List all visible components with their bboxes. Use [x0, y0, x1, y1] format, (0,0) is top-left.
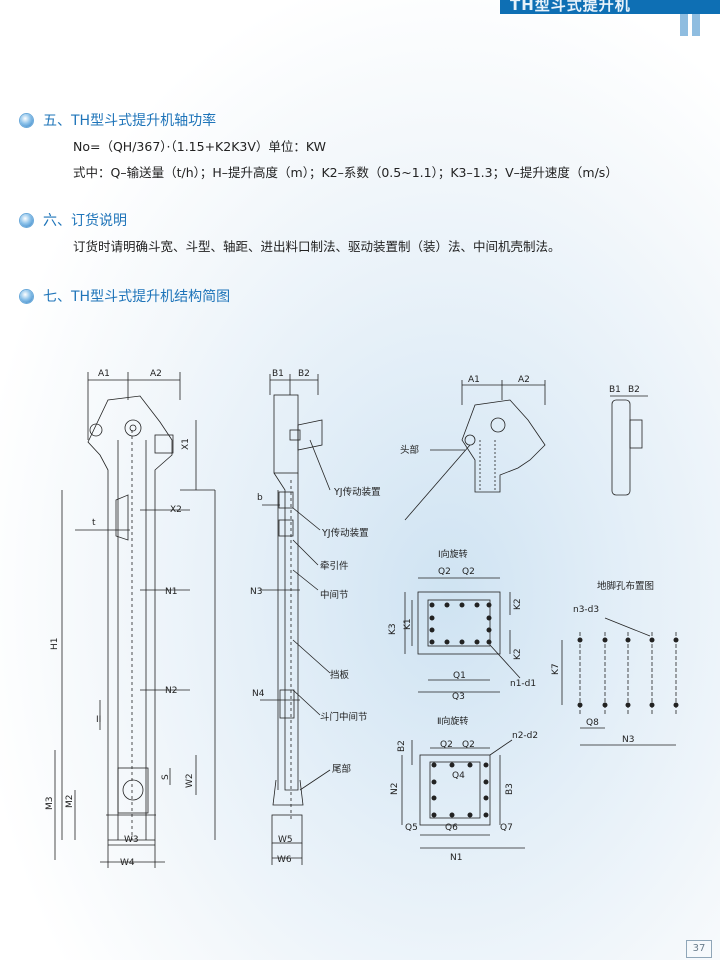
- callout-yj1: YJ传动装置: [333, 486, 381, 498]
- label-x1: X1: [181, 438, 191, 450]
- section-5: 五、TH型斗式提升机轴功率: [20, 110, 216, 130]
- label-n4: N4: [252, 689, 265, 699]
- callout-labels: YJ传动装置 YJ传动装置 牵引件 中间节 挡板 斗门中间节 尾部: [320, 486, 381, 775]
- rot2-b3: B3: [505, 783, 515, 795]
- label-h1: H1: [50, 638, 60, 651]
- head-detail-labels: A1 A2 B1 B2 头部: [400, 375, 640, 456]
- callout-mid: 中间节: [320, 589, 349, 601]
- rot1-title: Ⅰ向旋转: [438, 548, 468, 560]
- section-7: 七、TH型斗式提升机结构简图: [20, 286, 230, 306]
- label-n1: N1: [165, 587, 177, 597]
- foundation-k7: K7: [551, 663, 561, 675]
- rotation-two-labels: Ⅱ向旋转 B2 Q2 Q2 n2-d2 Q4 N2 B3 Q5 Q6 Q7 N1: [390, 715, 538, 863]
- section-5-title: 五、TH型斗式提升机轴功率: [43, 113, 217, 129]
- rotation-one-view: [404, 577, 521, 693]
- rot2-q2-a: Q2: [440, 740, 453, 750]
- section-6: 六、订货说明: [20, 210, 127, 230]
- front-view: [54, 372, 216, 868]
- label-b1: B1: [272, 369, 284, 379]
- rotation-one-labels: Ⅰ向旋转 Q2 Q2 K2 K3 K1 K2 Q1 Q3 n1-d1: [388, 548, 536, 702]
- foundation-n3d3: n3-d3: [573, 605, 599, 615]
- rot2-title: Ⅱ向旋转: [437, 715, 468, 727]
- rot1-k2-b: K2: [513, 648, 523, 660]
- label-n3: N3: [250, 587, 262, 597]
- side-view-labels: B1 B2 b N3 N4 W5 W6: [250, 369, 310, 865]
- section-6-title: 六、订货说明: [43, 213, 127, 229]
- label-w4: W4: [120, 858, 135, 868]
- label-n2: N2: [165, 686, 177, 696]
- label-ii: II: [96, 715, 101, 725]
- label-m2: M2: [65, 795, 75, 809]
- label-s: S: [161, 774, 171, 780]
- foundation-view: [561, 617, 679, 746]
- head-detail: [404, 380, 648, 521]
- callout-door-mid: 斗门中间节: [320, 711, 368, 723]
- rot2-n1: N1: [450, 853, 462, 863]
- section-7-title: 七、TH型斗式提升机结构简图: [43, 289, 231, 305]
- foundation-labels: 地脚孔布置图 n3-d3 K7 Q8 N3: [551, 580, 654, 745]
- side-view: [260, 374, 331, 865]
- rot1-q1: Q1: [453, 671, 466, 681]
- rot2-n2: N2: [390, 783, 400, 795]
- header-title: TH型斗式提升机: [510, 0, 631, 14]
- label-w5: W5: [278, 835, 293, 845]
- rot1-q2-a: Q2: [438, 567, 451, 577]
- callout-tail: 尾部: [332, 763, 351, 775]
- rot2-q4: Q4: [452, 771, 465, 781]
- head-label-b2: B2: [628, 385, 640, 395]
- rot1-k1: K1: [403, 618, 413, 630]
- bullet-icon: [20, 213, 33, 227]
- rot1-k3: K3: [388, 623, 398, 635]
- rot2-q2-b: Q2: [462, 740, 475, 750]
- callout-head: 头部: [400, 444, 419, 456]
- label-a1: A1: [98, 369, 110, 379]
- label-w6: W6: [277, 855, 292, 865]
- header-bar: [500, 0, 720, 14]
- callout-chain: 牵引件: [320, 560, 349, 572]
- rot1-n1d1: n1-d1: [510, 679, 536, 689]
- label-m3: M3: [45, 797, 55, 811]
- label-b: b: [257, 493, 263, 503]
- rot2-q6: Q6: [445, 823, 458, 833]
- callout-yj2: YJ传动装置: [321, 527, 369, 539]
- header-marks: [680, 14, 720, 38]
- front-view-labels: A1 A2 X1 X2 t N1 H1 N2 II S W2 M3 W3 W4 …: [45, 369, 195, 868]
- rot2-b2: B2: [397, 740, 407, 752]
- label-w3: W3: [124, 835, 139, 845]
- label-b2: B2: [298, 369, 310, 379]
- rot2-q5: Q5: [405, 823, 418, 833]
- bullet-icon: [20, 113, 33, 127]
- head-label-a2: A2: [518, 375, 530, 385]
- rot1-q2-b: Q2: [462, 567, 475, 577]
- callout-baffle: 挡板: [330, 669, 350, 681]
- rot2-q7: Q7: [500, 823, 513, 833]
- label-a2: A2: [150, 369, 162, 379]
- head-label-b1: B1: [609, 385, 621, 395]
- rotation-two-view: [401, 739, 525, 849]
- rot1-k2-a: K2: [513, 598, 523, 610]
- foundation-n3: N3: [622, 735, 634, 745]
- formula-line: No=（QH/367）·（1.15+K2K3V）单位：KW: [73, 139, 327, 154]
- formula-where: 式中：Q–输送量（t/h）；H–提升高度（m）；K2–系数（0.5~1.1）；K…: [73, 165, 618, 180]
- rot2-n2d2: n2-d2: [512, 731, 538, 741]
- head-label-a1: A1: [468, 375, 480, 385]
- page-number: 37: [686, 940, 712, 958]
- bullet-icon: [20, 289, 33, 303]
- foundation-title: 地脚孔布置图: [597, 580, 654, 592]
- label-x2: X2: [170, 505, 182, 515]
- label-t: t: [92, 518, 96, 528]
- label-w2: W2: [185, 773, 195, 788]
- foundation-q8: Q8: [586, 718, 599, 728]
- order-text: 订货时请明确斗宽、斗型、轴距、进出料口制法、驱动装置制（装）法、中间机壳制法。: [73, 239, 561, 254]
- rot1-q3: Q3: [452, 692, 465, 702]
